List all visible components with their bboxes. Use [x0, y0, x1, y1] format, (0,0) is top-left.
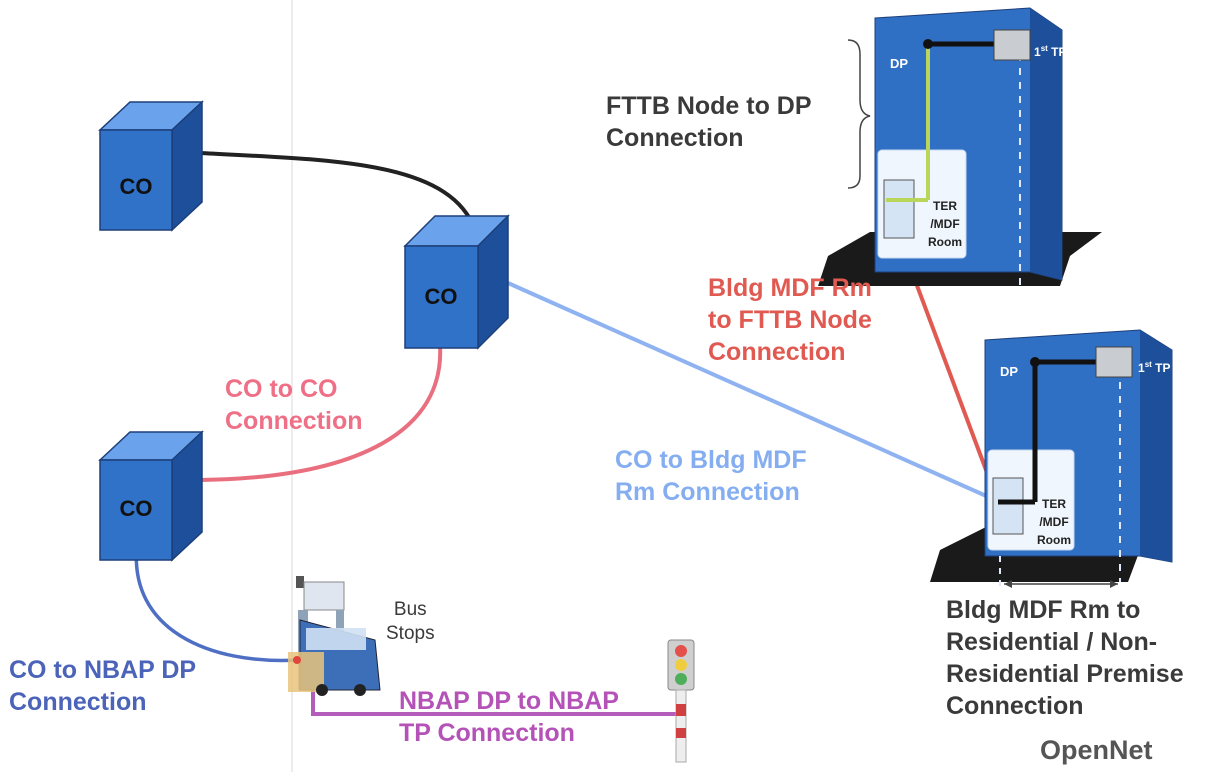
- building-top-fttb-node: [883, 179, 915, 239]
- building-top-room-label-2: /MDF: [930, 217, 959, 231]
- bus-stops-label: Bus Stops: [386, 599, 435, 644]
- traffic-light-icon: [667, 639, 695, 763]
- co-label-3: CO: [120, 496, 153, 521]
- building-bottom: DP 1st TP TER /MDF Room: [930, 329, 1173, 590]
- building-bottom-room-label-2: /MDF: [1039, 515, 1068, 529]
- co-cube-3: CO: [98, 430, 204, 562]
- building-bottom-tp-label: 1st TP: [1138, 360, 1170, 375]
- building-bottom-fttb-node: [992, 477, 1024, 535]
- co-cube-1: CO: [98, 100, 204, 232]
- co-to-nbap-dp-label: CO to NBAP DP Connection: [9, 656, 197, 716]
- co-label-1: CO: [120, 174, 153, 199]
- building-top-tp-label: 1st TP: [1034, 44, 1066, 59]
- co-cube-2: CO: [403, 214, 510, 350]
- fttb-node-to-dp-label: FTTB Node to DP Connection: [606, 92, 812, 152]
- co-to-bldg-link: [507, 281, 1003, 505]
- co-to-co-link-top: [199, 151, 477, 231]
- building-bottom-room-label-1: TER: [1042, 497, 1066, 511]
- building-top-dp-label: DP: [890, 56, 908, 71]
- building-top-room-label-1: TER: [933, 199, 957, 213]
- building-top: DP 1st TP TER /MDF Room: [818, 7, 1102, 290]
- building-bottom-dp-label: DP: [1000, 364, 1018, 379]
- building-bottom-1st-tp-box: [1095, 346, 1133, 378]
- co-to-nbap-link: [134, 544, 299, 663]
- bus-stop-illustration: [288, 576, 381, 696]
- nbap-dp-to-tp-link: [311, 690, 683, 716]
- bldg-mdf-to-fttb-node-label: Bldg MDF Rm to FTTB Node Connection: [708, 274, 872, 366]
- co-label-2: CO: [425, 284, 458, 309]
- building-top-room-label-3: Room: [928, 235, 962, 249]
- openet-brand-logo: OpenNet: [1040, 735, 1153, 765]
- building-top-1st-tp-box: [993, 29, 1031, 61]
- co-to-bldg-mdf-label: CO to Bldg MDF Rm Connection: [615, 446, 807, 506]
- co-to-co-label: CO to CO Connection: [225, 375, 363, 435]
- fttb-node-brace: [847, 39, 871, 189]
- co-to-co-link: [199, 344, 443, 482]
- building-bottom-room-label-3: Room: [1037, 533, 1071, 547]
- nbap-dp-to-tp-label: NBAP DP to NBAP TP Connection: [399, 687, 619, 747]
- bldg-mdf-to-premise-label: Bldg MDF Rm to Residential / Non- Reside…: [946, 596, 1184, 720]
